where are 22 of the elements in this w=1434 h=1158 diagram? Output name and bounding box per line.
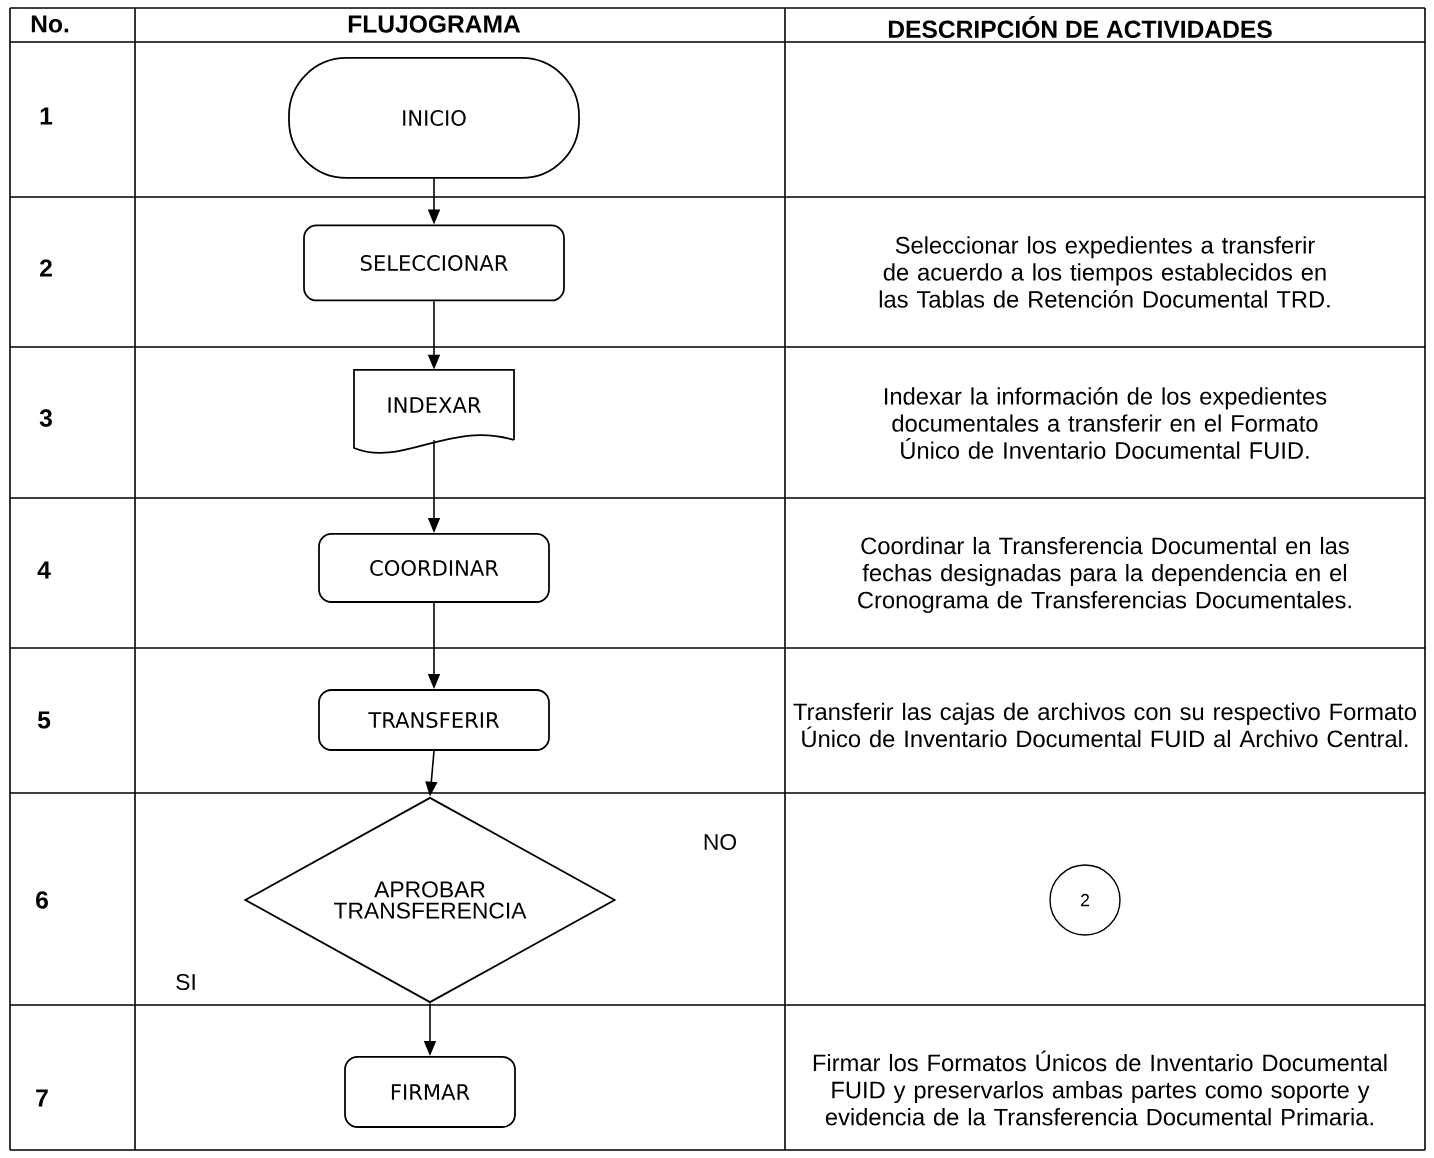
row-number: 5 [37,711,51,729]
activity-description: Firmar los Formatos Únicos de Inventario Documental FUID y preservarlos ambas partes como soporte y evidencia de la Transferencia Documental Primaria. [813,1050,1387,1126]
row-number: 2 [40,259,52,277]
activity-description: Coordinar la Transferencia Documental en las fechas designadas para la dependencia en el Cronograma de Transferencias Documentales. [858,536,1351,614]
row-number: 4 [37,561,51,579]
row-number: 3 [39,409,52,427]
row-number: 1 [40,107,53,125]
branch-label: SI [176,973,195,991]
column-header: FLUJOGRAMA [348,15,521,33]
activity-description: Indexar la información de los expedientes documentales a transferir en el Formato Único de Inventario Documental FUID. [885,387,1327,459]
process-box: FIRMAR [344,1056,516,1128]
document-shape: INDEXAR [353,369,515,454]
column-header: No. [31,15,69,33]
process-box: COORDINAR [318,533,550,603]
row-number: 7 [36,1089,48,1107]
process-box: SELECCIONAR [303,224,565,302]
activity-description: Transferir las cajas de archivos con su respectivo Formato Único de Inventario Documental FUID al Archivo Central. [793,702,1416,748]
row-number: 6 [36,891,48,909]
column-header: DESCRIPCIÓN DE ACTIVIDADES [888,15,1272,38]
process-box: TRANSFERIR [318,689,550,751]
branch-label: NO [704,833,737,851]
activity-description: Seleccionar los expedientes a transferir de acuerdo a los tiempos establecidos en las Tablas de Retención Documental TRD. [879,236,1330,308]
